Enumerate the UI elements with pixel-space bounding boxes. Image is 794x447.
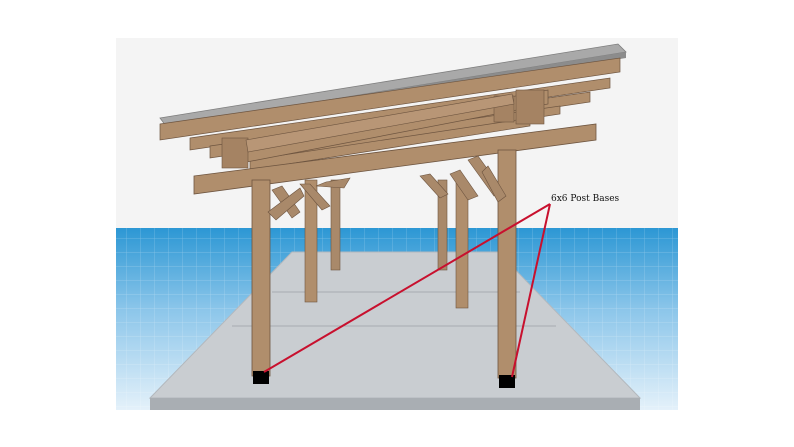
middle-post-left bbox=[304, 179, 318, 303]
front-knee-braces bbox=[267, 165, 507, 221]
middle-posts bbox=[304, 179, 469, 309]
middle-post-right bbox=[455, 181, 469, 309]
back-post-right bbox=[437, 179, 448, 271]
post-bases bbox=[253, 371, 515, 388]
annotation-pointers bbox=[263, 203, 551, 378]
back-post-left bbox=[330, 179, 341, 271]
front-beam bbox=[193, 123, 597, 195]
post-bases-label: 6x6 Post Bases bbox=[551, 194, 620, 204]
back-posts bbox=[330, 179, 448, 271]
pointer-line-left bbox=[263, 203, 551, 373]
front-posts bbox=[251, 149, 517, 379]
concrete-slab bbox=[148, 251, 642, 410]
post-base-right bbox=[499, 375, 515, 388]
pointer-line-right bbox=[511, 203, 551, 378]
front-post-left bbox=[251, 179, 271, 377]
front-post-right bbox=[497, 149, 517, 379]
ridge-beam bbox=[245, 93, 515, 153]
post-base-left bbox=[253, 371, 269, 384]
